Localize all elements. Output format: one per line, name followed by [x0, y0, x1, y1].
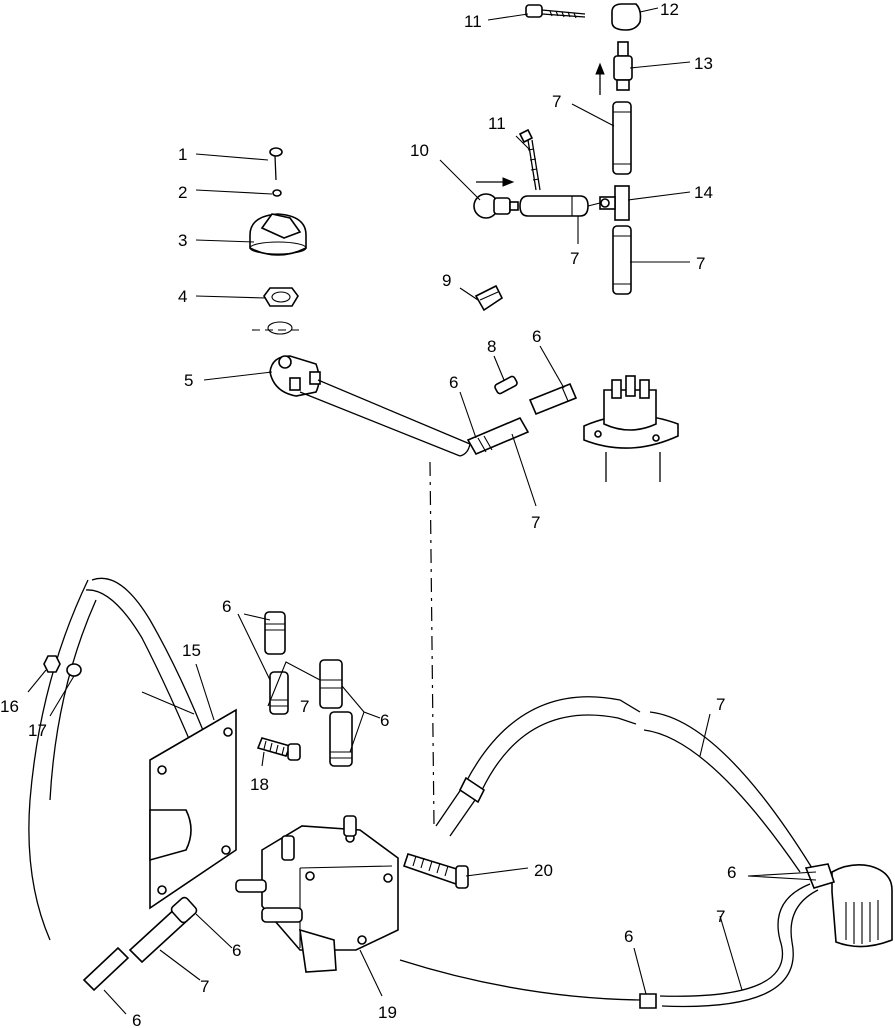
part-7-long-hose-filter [435, 696, 813, 873]
part-5-filler-tube [269, 355, 471, 457]
part-3-cap-knob [249, 213, 307, 256]
part-7-hose-horizontal [519, 195, 601, 217]
part-10-fitting [473, 177, 519, 219]
label-16: 16 [0, 697, 19, 716]
label-7-a: 7 [552, 92, 561, 111]
part-20-bolt [402, 853, 469, 889]
label-17: 17 [28, 721, 47, 740]
label-6-c: 6 [222, 597, 231, 616]
part-13-check-valve [595, 41, 633, 95]
label-7-e: 7 [300, 697, 309, 716]
label-6-d: 6 [380, 711, 389, 730]
leader-lines [27, 7, 817, 1015]
label-2: 2 [178, 183, 187, 202]
fuel-filter [804, 863, 893, 948]
label-19: 19 [378, 1003, 397, 1022]
part-7-hose-lower-left [82, 896, 198, 992]
part-15-bracket [149, 708, 237, 910]
label-6-h: 6 [132, 1011, 141, 1028]
part-7-hose-vertical-top [612, 101, 632, 175]
label-3: 3 [178, 231, 187, 250]
label-18: 18 [250, 775, 269, 794]
part-7-hose-filter-return [399, 883, 819, 1009]
label-6-f: 6 [624, 927, 633, 946]
label-7-b: 7 [570, 249, 579, 268]
part-9-clip [474, 284, 504, 312]
part-12-cap [611, 3, 642, 31]
label-7-g: 7 [716, 907, 725, 926]
label-6-a: 6 [532, 327, 541, 346]
part-18-bolt [256, 737, 301, 761]
label-7-d: 7 [531, 513, 540, 532]
label-12: 12 [660, 0, 679, 19]
label-5: 5 [184, 371, 193, 390]
label-11-middle: 11 [488, 114, 506, 133]
label-11-top: 11 [464, 12, 482, 31]
fuel-tank-sender [583, 375, 679, 482]
part-1-screw [269, 147, 283, 181]
label-7-c: 7 [696, 254, 705, 273]
part-19-fuel-pump [235, 815, 399, 973]
label-4: 4 [178, 287, 187, 306]
label-8: 8 [487, 337, 496, 356]
part-16-nut [43, 655, 61, 673]
part-11-screw-middle [518, 128, 541, 191]
part-7-hose-vertical-bottom [612, 225, 632, 295]
part-4-nut [252, 287, 300, 335]
label-10: 10 [410, 141, 429, 160]
part-2-washer [272, 189, 282, 197]
label-7-f: 7 [716, 695, 725, 714]
label-14: 14 [694, 183, 713, 202]
label-1: 1 [178, 145, 187, 164]
part-11-screw-top [525, 4, 586, 19]
label-20: 20 [534, 861, 553, 880]
label-9: 9 [442, 271, 451, 290]
part-6-hose-pump-left [264, 611, 289, 715]
part-7-hose-segment-mid [466, 382, 578, 456]
label-13: 13 [694, 54, 713, 73]
assembly-path-line [429, 461, 435, 827]
part-14-tee-fitting [599, 185, 630, 221]
label-6-e: 6 [727, 863, 736, 882]
part-6-hose-pump-right [319, 659, 353, 767]
label-7-h: 7 [200, 977, 209, 996]
part-17-washer [66, 663, 82, 677]
label-6-b: 6 [449, 373, 458, 392]
label-15: 15 [182, 641, 201, 660]
part-8-connector [494, 375, 518, 395]
label-6-g: 6 [232, 941, 241, 960]
